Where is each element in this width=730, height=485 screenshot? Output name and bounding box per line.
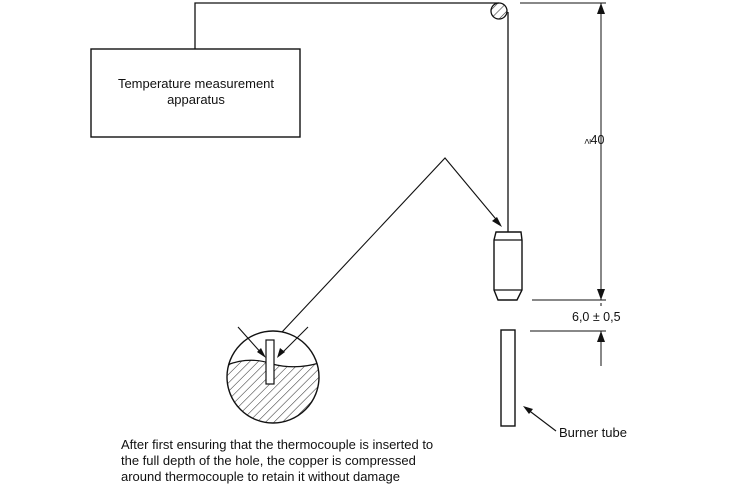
detail-leader-arrow bbox=[492, 217, 502, 227]
burner-tube bbox=[500, 329, 516, 427]
burner-leader bbox=[526, 408, 557, 432]
apparatus-label-line1: Temperature measurement bbox=[117, 76, 275, 91]
apparatus-label-line2: apparatus bbox=[167, 92, 225, 107]
gap-dimension-label: 6,0 ± 0,5 bbox=[572, 310, 621, 324]
pulley bbox=[490, 2, 508, 20]
thermocouple-wire bbox=[194, 2, 499, 49]
burner-tube-label: Burner tube bbox=[559, 425, 627, 440]
height-value: 40 bbox=[590, 133, 605, 147]
note-line3: around thermocouple to retain it without… bbox=[121, 469, 400, 484]
copper-block bbox=[493, 231, 523, 301]
instruction-note: After first ensuring that the thermocoup… bbox=[121, 437, 481, 485]
height-symbol: ≥ bbox=[582, 138, 594, 145]
apparatus-label: Temperature measurement apparatus bbox=[92, 76, 300, 108]
note-line1: After first ensuring that the thermocoup… bbox=[121, 437, 434, 452]
height-dimension bbox=[520, 2, 606, 301]
gap-dimension bbox=[530, 303, 606, 366]
detail-view bbox=[226, 326, 320, 424]
height-dimension-label: ≥40 bbox=[582, 133, 605, 147]
note-line2: the full depth of the hole, the copper i… bbox=[121, 453, 416, 468]
detail-leader bbox=[281, 157, 501, 333]
